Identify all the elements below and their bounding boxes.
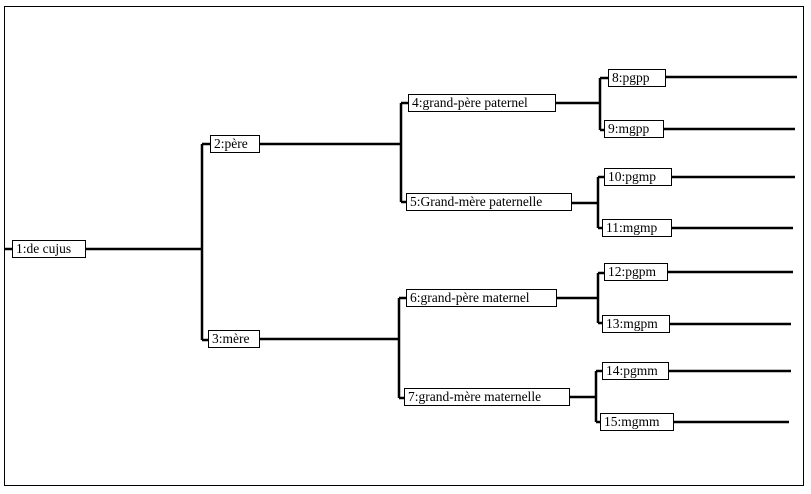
node-label: 2:père — [214, 136, 248, 151]
node-label: 4:grand-père paternel — [412, 95, 528, 110]
node-label: 1:de cujus — [16, 241, 72, 256]
node-label: 8:pgpp — [612, 70, 650, 85]
node-label: 12:pgpm — [608, 264, 657, 279]
node-9: 9:mgpp — [604, 120, 664, 138]
diagram-frame — [4, 6, 804, 486]
node-label: 5:Grand-mère paternelle — [410, 194, 543, 209]
node-1: 1:de cujus — [12, 240, 86, 258]
node-11: 11:mgmp — [602, 219, 672, 237]
node-13: 13:mgpm — [602, 315, 670, 333]
node-6: 6:grand-père maternel — [406, 289, 557, 307]
node-5: 5:Grand-mère paternelle — [406, 193, 572, 211]
node-15: 15:mgmm — [600, 413, 674, 431]
node-label: 15:mgmm — [604, 414, 660, 429]
node-3: 3:mère — [208, 330, 260, 348]
node-label: 14:pgmm — [606, 363, 658, 378]
node-8: 8:pgpp — [608, 69, 666, 87]
node-label: 13:mgpm — [606, 316, 658, 331]
node-12: 12:pgpm — [604, 263, 668, 281]
node-label: 3:mère — [212, 331, 250, 346]
node-10: 10:pgmp — [604, 168, 672, 186]
node-2: 2:père — [210, 135, 260, 153]
node-label: 10:pgmp — [608, 169, 657, 184]
node-label: 9:mgpp — [608, 121, 650, 136]
node-label: 7:grand-mère maternelle — [408, 389, 542, 404]
node-label: 11:mgmp — [606, 220, 658, 235]
node-14: 14:pgmm — [602, 362, 669, 380]
node-label: 6:grand-père maternel — [410, 290, 530, 305]
node-4: 4:grand-père paternel — [408, 94, 556, 112]
node-7: 7:grand-mère maternelle — [404, 388, 570, 406]
